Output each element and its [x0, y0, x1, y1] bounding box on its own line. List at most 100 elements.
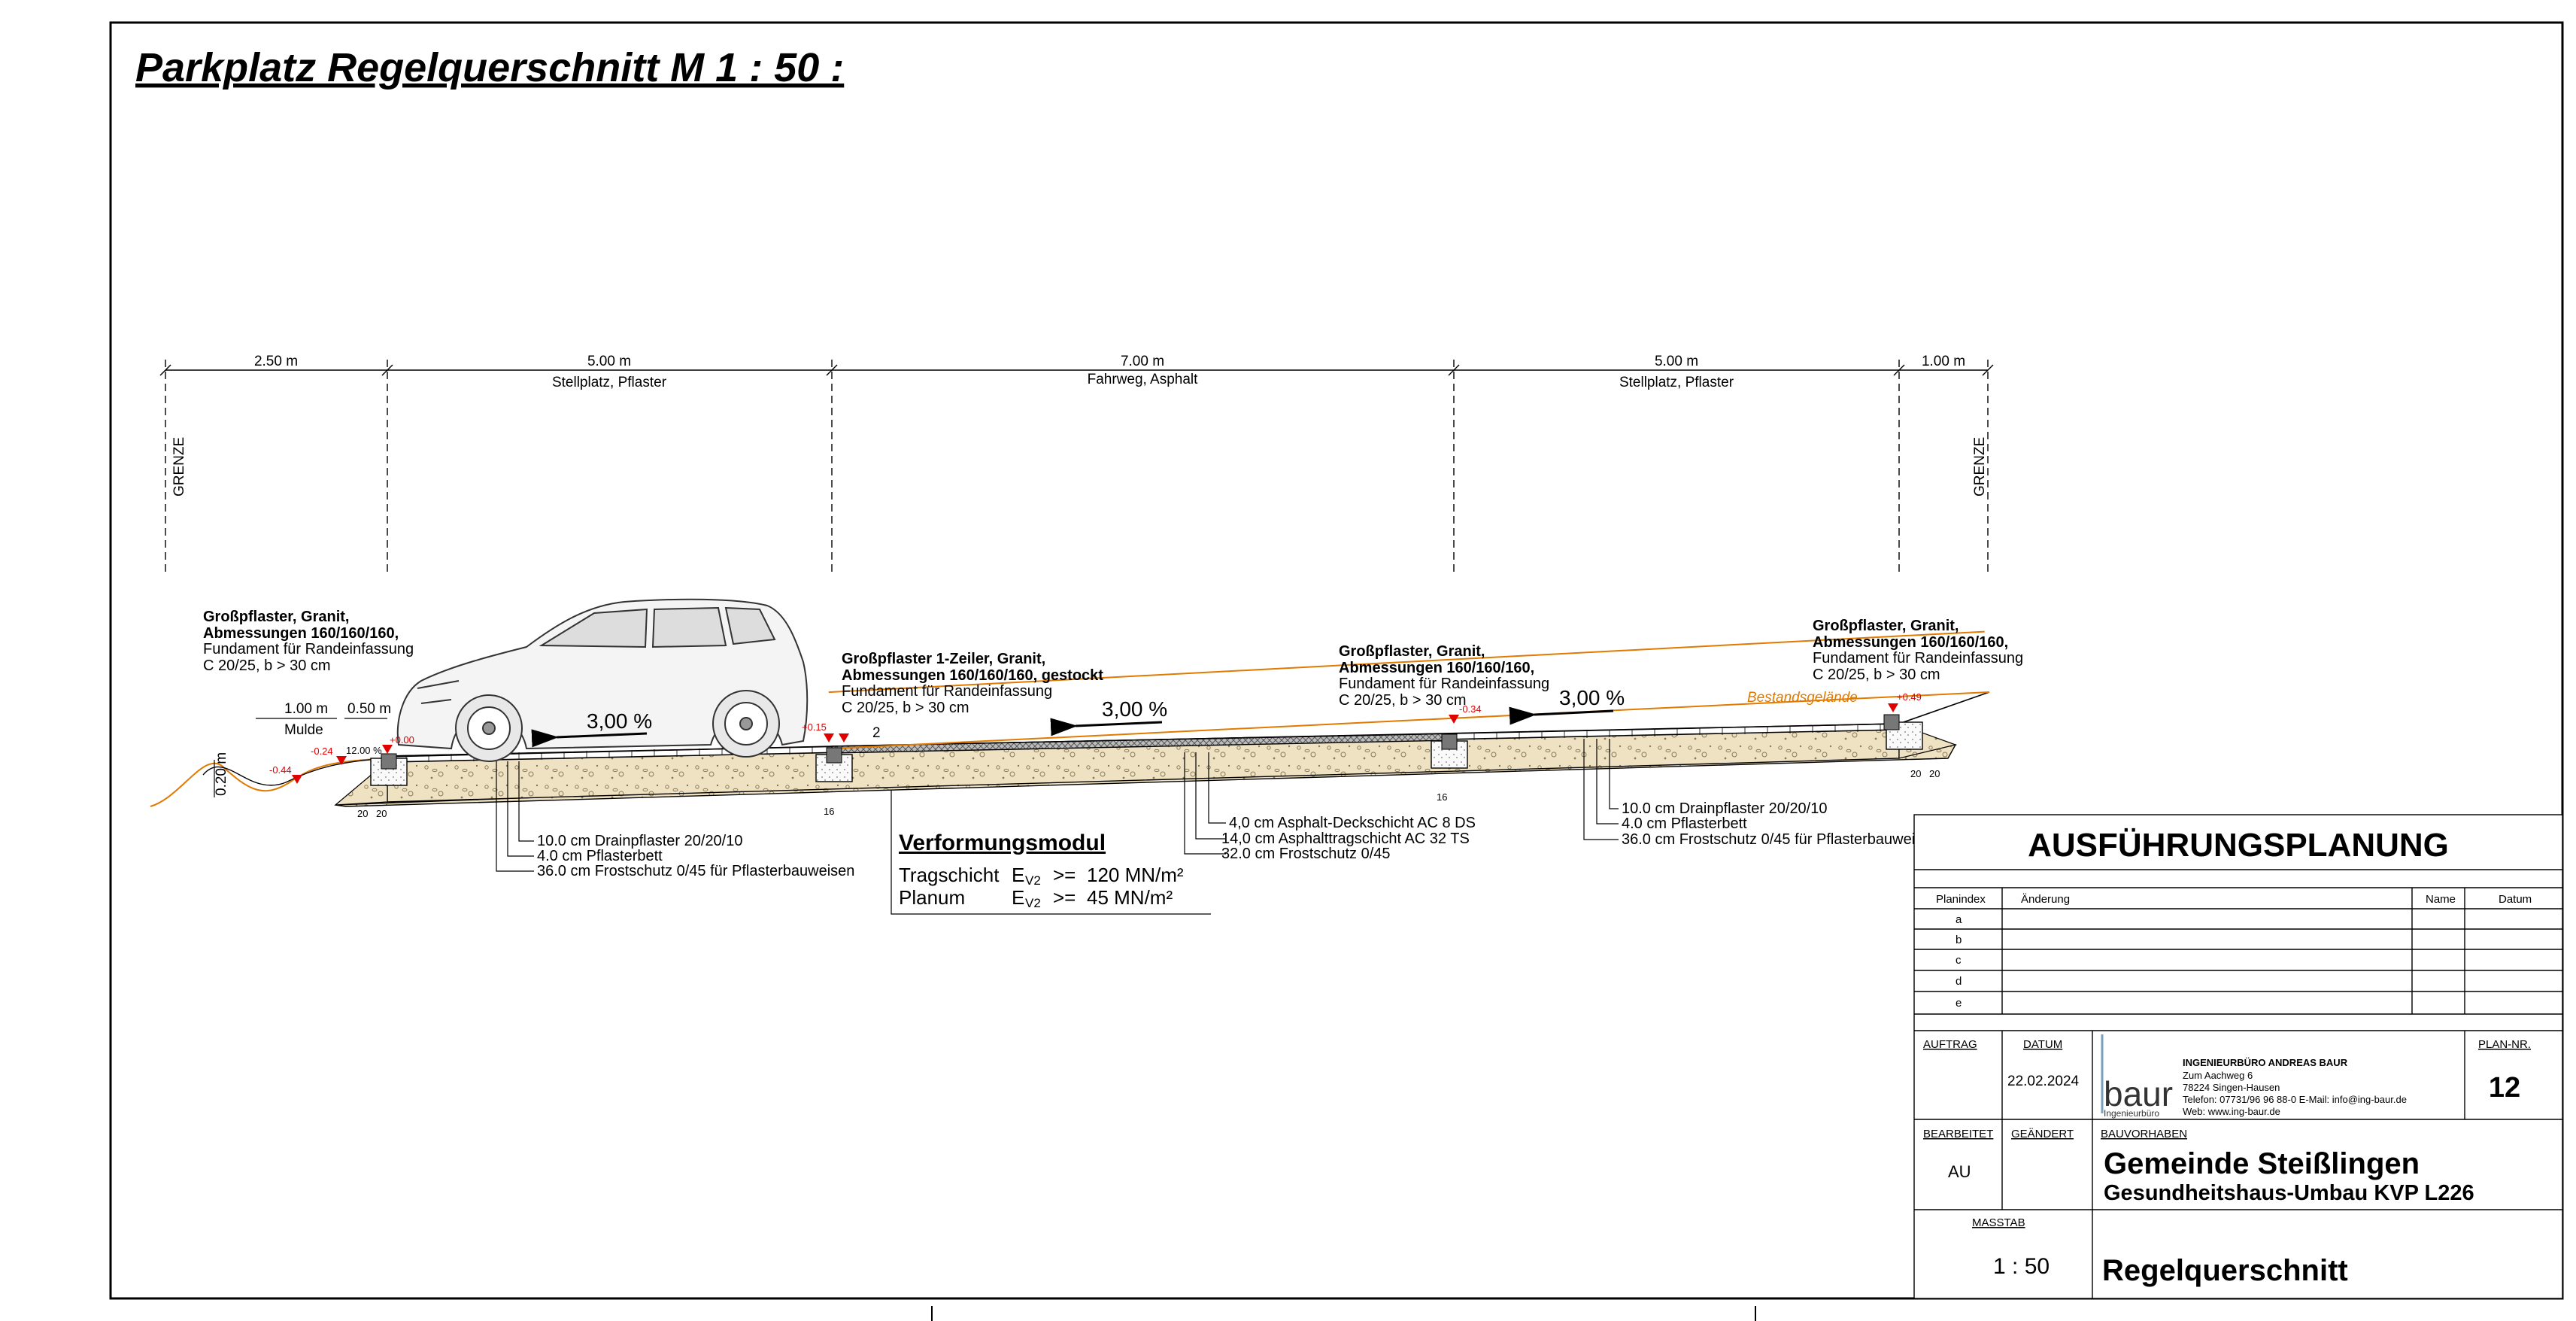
bearbeitet-value: AU [1948, 1162, 1971, 1181]
svg-text:32.0 cm Frostschutz 0/45: 32.0 cm Frostschutz 0/45 [1221, 846, 1391, 862]
svg-text:Verformungsmodul: Verformungsmodul [899, 831, 1106, 855]
office-line-1: Zum Aachweg 6 [2183, 1070, 2253, 1081]
svg-text:V2: V2 [1025, 896, 1041, 910]
svg-text:Großpflaster, Granit,: Großpflaster, Granit, [203, 609, 349, 625]
auftrag-label: AUFTRAG [1923, 1038, 1977, 1051]
svg-text:>=: >= [1053, 886, 1076, 909]
found-dim-c: 16 [824, 806, 834, 817]
layers-right: 10.0 cm Drainpflaster 20/20/10 4.0 cm Pf… [1622, 800, 1939, 848]
found-dim-a: 20 [357, 808, 368, 819]
car-illustration [396, 598, 809, 762]
elevation-5: -0.34 [1459, 703, 1482, 715]
mulde-label: Mulde [284, 722, 323, 738]
office-name: INGENIEURBÜRO ANDREAS BAUR [2183, 1057, 2348, 1068]
datum-value: 22.02.2024 [2007, 1074, 2080, 1089]
small-slope: 2 [872, 725, 881, 741]
svg-text:Großpflaster 1-Zeiler, Granit,: Großpflaster 1-Zeiler, Granit, [842, 651, 1045, 667]
dim-value-2: 5.00 m [587, 354, 631, 369]
massstab-value: 1 : 50 [1993, 1254, 2050, 1279]
logo-text: baur [2104, 1074, 2173, 1113]
svg-text:4,0 cm Asphalt-Deckschicht AC: 4,0 cm Asphalt-Deckschicht AC 8 DS [1229, 815, 1476, 831]
svg-text:4.0 cm Pflasterbett: 4.0 cm Pflasterbett [1622, 815, 1747, 832]
svg-text:14,0 cm Asphalttragschicht AC: 14,0 cm Asphalttragschicht AC 32 TS [1221, 831, 1470, 847]
plan-nr-value: 12 [2489, 1072, 2520, 1104]
found-dim-b: 20 [376, 808, 387, 819]
found-dim-f: 20 [1929, 768, 1940, 779]
drawing-title: Parkplatz Regelquerschnitt M 1 : 50 : [135, 45, 844, 90]
slope-middle: 3,00 % [1102, 697, 1167, 721]
bauvorhaben-label: BAUVORHABEN [2101, 1128, 2187, 1140]
rev-row-d: d [1956, 975, 1962, 988]
slope-left: 3,00 % [587, 709, 652, 733]
svg-text:Abmessungen 160/160/160,: Abmessungen 160/160/160, [1339, 660, 1534, 676]
svg-text:C 20/25, b > 30 cm: C 20/25, b > 30 cm [203, 657, 331, 674]
rev-header-date: Datum [2499, 893, 2532, 906]
slope-right: 3,00 % [1559, 686, 1625, 709]
geaendert-label: GEÄNDERT [2011, 1128, 2074, 1140]
sheet-frame [109, 21, 2564, 1300]
elevation-6: +0.49 [1897, 691, 1922, 703]
svg-text:>=: >= [1053, 864, 1076, 886]
layers-middle: 4,0 cm Asphalt-Deckschicht AC 8 DS 14,0 … [1221, 815, 1476, 862]
svg-text:Großpflaster, Granit,: Großpflaster, Granit, [1339, 643, 1485, 660]
titleblock-heading: AUSFÜHRUNGSPLANUNG [2028, 827, 2449, 864]
rev-row-b: b [1956, 934, 1962, 946]
svg-text:Fundament für Randeinfassung: Fundament für Randeinfassung [1813, 650, 2023, 667]
elevation-3: +0.00 [390, 734, 414, 746]
rev-row-a: a [1956, 913, 1962, 926]
elevation-2: -0.24 [311, 746, 333, 757]
title-block [1913, 814, 2563, 1299]
svg-text:Fundament für Randeinfassung: Fundament für Randeinfassung [203, 641, 414, 657]
mulde-width: 1.00 m [284, 701, 328, 717]
annotation-right-edge: Großpflaster, Granit, Abmessungen 160/16… [1813, 618, 2023, 683]
plan-nr-label: PLAN-NR. [2478, 1038, 2531, 1051]
dim-value-1: 2.50 m [254, 354, 298, 369]
rev-header-change: Änderung [2021, 893, 2070, 906]
svg-text:45 MN/m²: 45 MN/m² [1087, 886, 1173, 909]
boundary-label-right: GRENZE [1972, 437, 1988, 497]
elevation-1: -0.44 [269, 764, 292, 776]
office-line-4: Web: www.ing-baur.de [2183, 1106, 2280, 1117]
found-dim-d: 16 [1437, 791, 1447, 803]
found-dim-e: 20 [1910, 768, 1921, 779]
logo-subtext: Ingenieurbüro [2104, 1108, 2159, 1119]
mulde-slope: 12.00 % [346, 745, 382, 756]
office-line-3: Telefon: 07731/96 96 88-0 E-Mail: info@i… [2183, 1094, 2407, 1105]
svg-text:36.0 cm Frostschutz 0/45 für P: 36.0 cm Frostschutz 0/45 für Pflasterbau… [537, 863, 854, 879]
svg-text:10.0 cm Drainpflaster 20/20/10: 10.0 cm Drainpflaster 20/20/10 [1622, 800, 1828, 817]
svg-text:120 MN/m²: 120 MN/m² [1087, 864, 1184, 886]
terrain-label: Bestandsgelände [1747, 690, 1858, 706]
annotation-right-middle-edge: Großpflaster, Granit, Abmessungen 160/16… [1339, 643, 1549, 709]
rev-row-e: e [1956, 997, 1962, 1010]
datum-label: DATUM [2023, 1038, 2062, 1051]
rev-header-index: Planindex [1936, 893, 1986, 906]
bearbeitet-label: BEARBEITET [1923, 1128, 1993, 1140]
dim-value-5: 1.00 m [1922, 354, 1965, 369]
svg-text:Großpflaster, Granit,: Großpflaster, Granit, [1813, 618, 1959, 634]
mulde-depth: 0.20 m [214, 752, 229, 796]
elevation-markers [292, 703, 1898, 784]
svg-text:Abmessungen 160/160/160,: Abmessungen 160/160/160, [1813, 634, 2008, 651]
boundary-label-left: GRENZE [171, 437, 187, 497]
rev-row-c: c [1956, 954, 1962, 967]
dimension-chain [159, 360, 1994, 575]
plan-title: Regelquerschnitt [2102, 1254, 2348, 1287]
svg-text:Tragschicht: Tragschicht [899, 864, 1000, 886]
svg-text:4.0 cm Pflasterbett: 4.0 cm Pflasterbett [537, 848, 663, 864]
svg-text:C 20/25, b > 30 cm: C 20/25, b > 30 cm [1813, 667, 1940, 683]
svg-text:Abmessungen 160/160/160, gesto: Abmessungen 160/160/160, gestockt [842, 667, 1103, 684]
annotation-left-edge: Großpflaster, Granit, Abmessungen 160/16… [203, 609, 414, 674]
dim-value-3: 7.00 m [1121, 354, 1164, 369]
elevation-4: +0.15 [802, 721, 827, 733]
office-line-2: 78224 Singen-Hausen [2183, 1082, 2280, 1093]
dim-label-3: Fahrweg, Asphalt [1088, 372, 1199, 387]
layers-left: 10.0 cm Drainpflaster 20/20/10 4.0 cm Pf… [537, 833, 854, 879]
annotation-middle-edge: Großpflaster 1-Zeiler, Granit, Abmessung… [842, 651, 1103, 716]
svg-text:V2: V2 [1025, 873, 1041, 888]
rev-header-name: Name [2426, 893, 2456, 906]
svg-text:E: E [1012, 864, 1024, 886]
dim-value-4: 5.00 m [1655, 354, 1698, 369]
svg-text:Fundament für Randeinfassung: Fundament für Randeinfassung [1339, 676, 1549, 692]
mulde-offset: 0.50 m [347, 701, 391, 717]
project-subtitle: Gesundheitshaus-Umbau KVP L226 [2104, 1181, 2474, 1205]
